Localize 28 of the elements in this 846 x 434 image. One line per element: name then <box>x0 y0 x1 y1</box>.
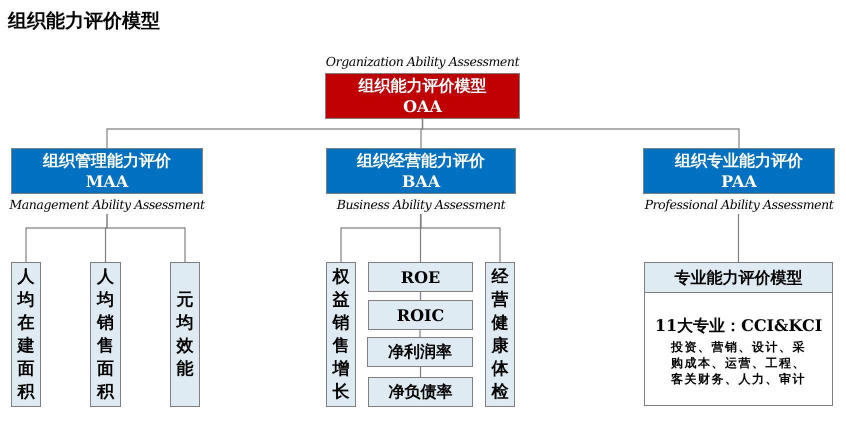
metric-box: 净利润率 <box>367 337 473 367</box>
connector-line <box>420 214 422 262</box>
title-box: 组织经营能力评价 BAA <box>326 148 516 194</box>
node-label: Management Ability Assessment <box>8 196 206 214</box>
metric-box: 权益销售增长 <box>326 262 356 407</box>
card-text: 投资、营销、设计、采购成本、运营、工程、客关财务、人力、审计 <box>670 339 807 387</box>
node-label: Organization Ability Assessment <box>324 53 521 71</box>
card-header: 专业能力评价模型 <box>645 263 832 293</box>
node-label: Business Ability Assessment <box>336 196 507 214</box>
connector-line <box>106 214 186 262</box>
title-box: 组织能力评价模型 OAA <box>325 73 520 119</box>
metric-box: 人均在建面积 <box>11 262 41 407</box>
connector-line <box>420 367 422 377</box>
metric-box: 人均销售面积 <box>90 262 121 407</box>
metric-box: 经营健康体检 <box>485 262 515 407</box>
metric-box: 净负债率 <box>368 377 473 407</box>
metric-box: ROIC <box>368 300 473 330</box>
metric-box: 元均效能 <box>170 262 200 407</box>
card-heading: 11大专业：CCI&KCI <box>654 315 824 337</box>
metric-box: ROE <box>368 262 473 292</box>
connector-line <box>422 119 740 148</box>
connector-line <box>738 214 740 262</box>
title-box: 组织专业能力评价 PAA <box>643 148 835 194</box>
model-card <box>644 262 833 406</box>
connector-line <box>420 214 501 262</box>
title: 组织能力评价模型 <box>8 9 160 34</box>
node-label: Professional Ability Assessment <box>644 196 835 214</box>
title-box: 组织管理能力评价 MAA <box>11 148 203 194</box>
